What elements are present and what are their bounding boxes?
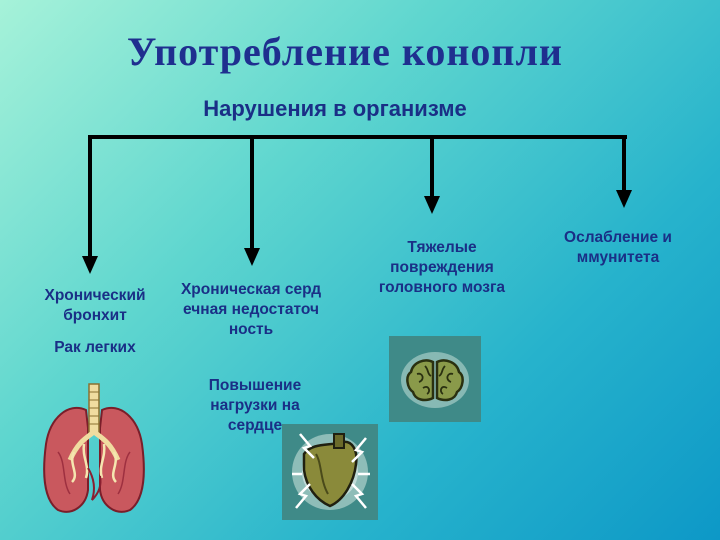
- branch-1-label: Хронический бронхит: [44, 287, 146, 324]
- heart-image: [282, 424, 378, 520]
- branch-2-sublabel: Повышение нагрузки на сердце: [208, 377, 302, 434]
- arrowhead-1: [82, 256, 98, 274]
- page-subtitle: Нарушения в организме: [203, 96, 467, 121]
- arrowhead-2: [244, 248, 260, 266]
- page-title: Употребление конопли: [127, 29, 563, 74]
- branch-1-sublabel: Рак легких: [54, 339, 136, 356]
- branch-4-label: Ослабление иммунитета: [564, 229, 672, 266]
- branch-2-label: Хроническая сердечная недостаточность: [180, 281, 322, 338]
- brain-image: [389, 336, 481, 422]
- lungs-image: [43, 383, 145, 513]
- arrowhead-4: [616, 190, 632, 208]
- arrowhead-3: [424, 196, 440, 214]
- branch-3-label: Тяжелые повреждения головного мозга: [378, 239, 506, 296]
- arrowheads: [82, 190, 632, 274]
- connector-lines: [88, 135, 627, 260]
